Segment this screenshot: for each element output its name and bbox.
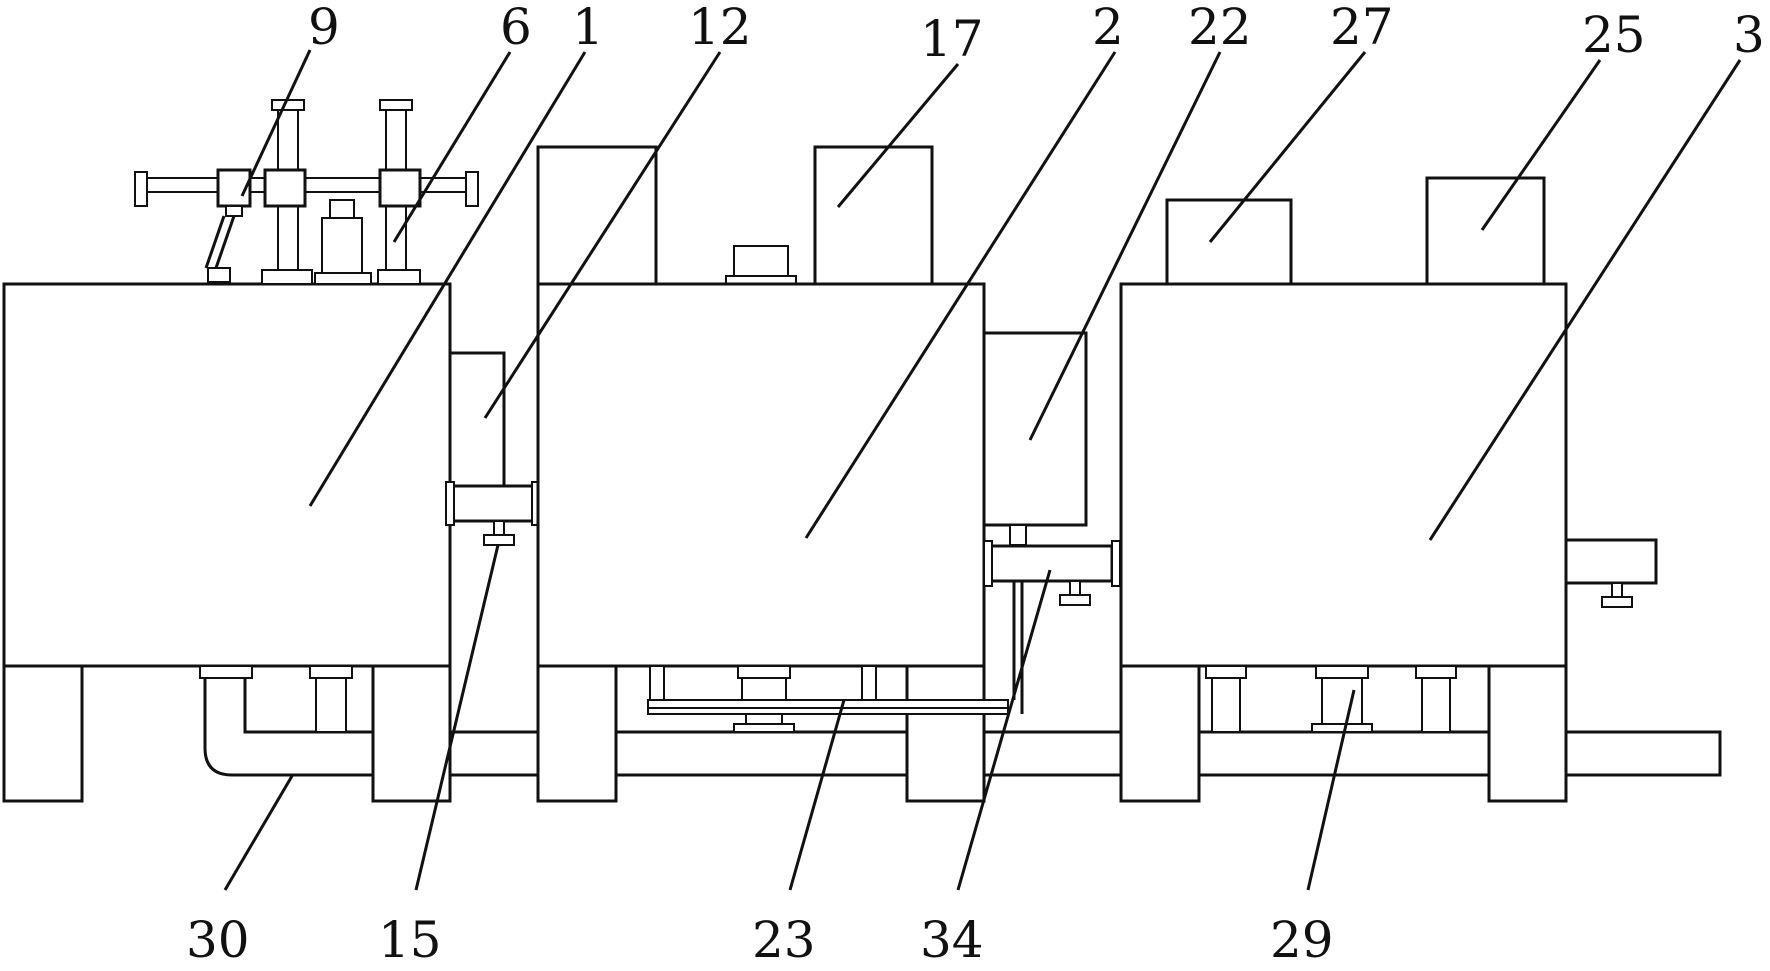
tank-3-outlet-flange-1: [1205, 665, 1247, 679]
cylinder-base: [314, 272, 372, 285]
label-29: 29: [1270, 911, 1334, 969]
pump-frame-rail: [647, 707, 1009, 715]
pipe-34: [988, 544, 1114, 583]
pump-29-flange: [1315, 665, 1369, 679]
pump-base: [733, 723, 795, 733]
tank-1-outlet-flange: [199, 665, 253, 679]
cylinder-top: [329, 199, 355, 219]
tank-1-body: [2, 282, 452, 668]
tank-3-side-outlet: [1564, 538, 1658, 585]
box-22-outlet: [1009, 524, 1027, 546]
pipe-30: [203, 670, 1722, 777]
side-valve-stem: [1611, 582, 1623, 598]
label-27: 27: [1330, 0, 1394, 56]
label-25: 25: [1582, 6, 1646, 64]
box-27: [1165, 198, 1293, 286]
label-34: 34: [920, 911, 984, 969]
tank-3: [1119, 176, 1658, 803]
post-base-right: [377, 269, 421, 285]
pump-29-base: [1311, 723, 1373, 733]
connector-12-15: [445, 351, 541, 546]
crossbar-end-right: [465, 171, 479, 207]
label-3: 3: [1733, 6, 1765, 64]
label-1: 1: [572, 0, 604, 56]
pump-flange: [737, 665, 791, 679]
slider-left: [263, 168, 307, 208]
label-12: 12: [688, 0, 752, 56]
valve-15-handle: [483, 534, 515, 546]
tank-1: [2, 282, 452, 803]
label-15: 15: [378, 911, 442, 969]
crossbar-end-left: [134, 171, 148, 207]
label-23: 23: [752, 911, 816, 969]
pipe-34-flange-left: [983, 540, 993, 587]
pump-29-body: [1321, 677, 1363, 725]
box-top-left: [536, 145, 658, 286]
tank-2-body: [536, 282, 986, 668]
post-cap-right: [379, 99, 413, 111]
tank-3-outlet-pipe-1: [1211, 677, 1241, 733]
valve-15-stem: [493, 520, 505, 536]
box-25: [1425, 176, 1546, 286]
tank-3-outlet-pipe-3: [1421, 677, 1451, 733]
label-9: 9: [308, 0, 340, 56]
valve-34-handle: [1059, 594, 1091, 606]
valve-34-stem: [1069, 580, 1081, 596]
tank-3-body: [1119, 282, 1568, 668]
post-base-left: [261, 269, 313, 285]
tank-1-outlet-pipe: [315, 677, 347, 733]
post-cap-left: [271, 99, 305, 111]
tank-1-outlet-flange-2: [309, 665, 353, 679]
lifting-frame-6: [134, 99, 479, 285]
tank-2-leg-left: [536, 664, 618, 803]
leader-lines: [223, 49, 1742, 891]
box-17: [813, 145, 934, 286]
pipe-15: [450, 484, 539, 523]
label-17: 17: [920, 10, 984, 68]
pump-base-upper: [745, 713, 783, 725]
box-12: [448, 351, 506, 488]
slider-right: [378, 168, 422, 208]
pump-support-left: [649, 665, 665, 701]
top-fitting: [733, 245, 789, 279]
tank-3-outlet-flange-3: [1415, 665, 1457, 679]
tank-3-leg-left: [1119, 664, 1201, 803]
clamp-foot: [207, 267, 231, 283]
label-22: 22: [1188, 0, 1252, 56]
tank-1-leg-left: [2, 664, 84, 803]
label-2: 2: [1092, 0, 1124, 56]
pipe-15-flange-left: [445, 481, 455, 526]
cylinder-body: [321, 217, 363, 274]
clamp-pin: [225, 205, 243, 217]
pump-support-right: [861, 665, 877, 701]
tank-2: [536, 145, 1009, 803]
tank-1-leg-right: [371, 664, 452, 803]
pipe-34-flange-right: [1111, 540, 1121, 587]
connector-22-34: [982, 331, 1121, 714]
label-6: 6: [500, 0, 532, 56]
pump-frame-top: [647, 699, 1009, 709]
reference-numerals: 9 6 1 12 17 2 22 27 25 3 30 15 23 34 29: [186, 0, 1765, 969]
label-30: 30: [186, 911, 250, 969]
tank-2-leg-right: [905, 664, 986, 803]
tank-3-leg-right: [1487, 664, 1568, 803]
side-valve-handle: [1601, 596, 1633, 608]
